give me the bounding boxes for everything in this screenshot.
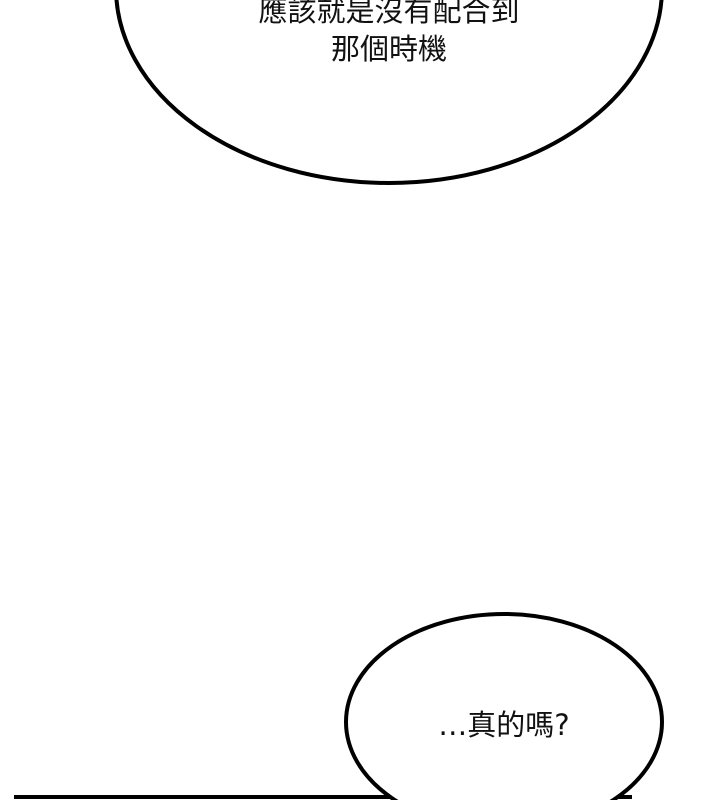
speech-text-top: 應該就是沒有配合到 那個時機 [189, 0, 589, 68]
speech-bubble-top [114, 0, 664, 185]
speech-line: 應該就是沒有配合到 [258, 0, 520, 28]
speech-line: 那個時機 [330, 32, 447, 66]
speech-bubble-bottom [344, 612, 664, 800]
speech-text-bottom: …真的嗎? [438, 708, 570, 742]
